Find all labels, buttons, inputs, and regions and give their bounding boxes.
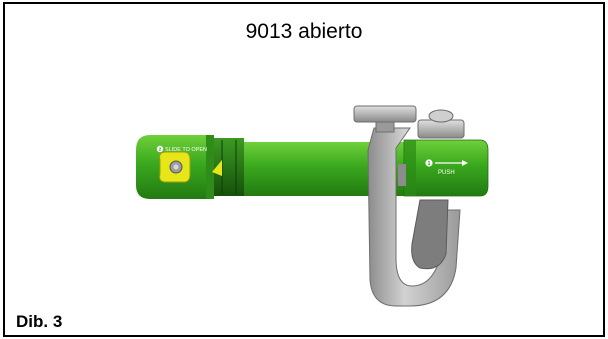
slide-to-open-label: SLIDE TO OPEN <box>165 147 207 153</box>
figure-title: 9013 abierto <box>245 20 363 43</box>
top-knob <box>353 105 417 123</box>
clamp-inner <box>411 199 449 270</box>
step-2-marker <box>156 145 164 153</box>
step-2-number: 2 <box>159 147 162 152</box>
step-1-marker <box>425 159 433 167</box>
nut <box>417 119 465 139</box>
housing-latch <box>398 164 406 186</box>
clamp-body <box>367 127 461 307</box>
figure-caption: Dib. 3 <box>16 312 63 331</box>
indicator-triangle <box>212 160 222 176</box>
right-housing <box>403 139 489 197</box>
push-label: PUSH <box>438 170 455 176</box>
nut-top <box>428 109 454 123</box>
knob-stem <box>375 121 395 133</box>
cap-band <box>206 135 214 199</box>
step-1-number: 1 <box>428 161 431 167</box>
